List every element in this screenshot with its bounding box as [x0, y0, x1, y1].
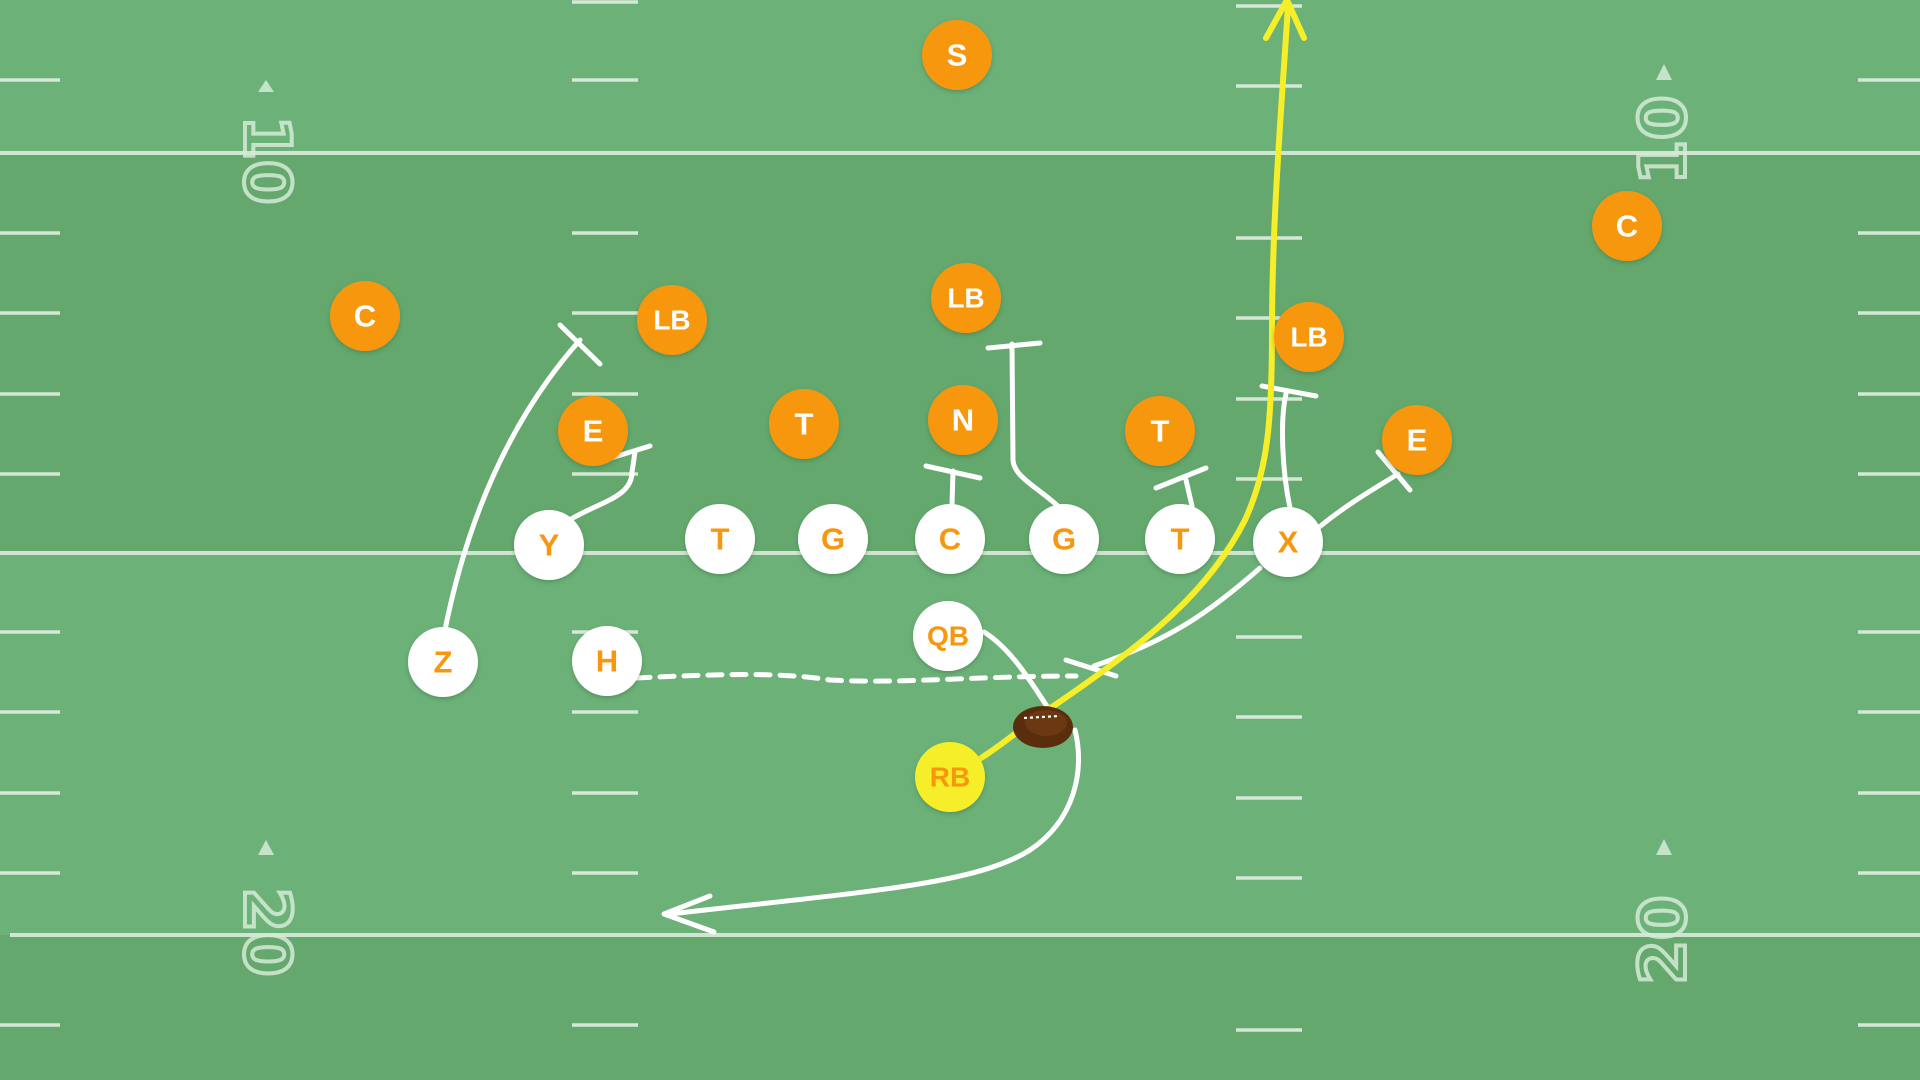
svg-text:LB: LB — [947, 283, 984, 314]
svg-text:LB: LB — [653, 305, 690, 336]
hash-marks — [0, 0, 1920, 1032]
svg-text:S: S — [947, 38, 968, 73]
yard-number-left-top: 10 — [229, 115, 303, 204]
tackle-route — [1183, 477, 1195, 509]
qb-route — [981, 629, 1051, 711]
offense-quarterback[interactable]: QB — [913, 601, 983, 671]
offense-left-tackle[interactable]: T — [685, 504, 755, 574]
yard-arrow-right-bottom — [1656, 839, 1672, 855]
svg-text:Z: Z — [434, 645, 453, 680]
svg-text:T: T — [795, 407, 814, 442]
defender-right-linebacker[interactable]: LB — [1274, 302, 1344, 372]
yard-numbers: 10 10 20 20 — [227, 64, 1703, 987]
svg-text:E: E — [583, 414, 604, 449]
defender-left-linebacker[interactable]: LB — [637, 285, 707, 355]
x-block-tee-right — [1375, 449, 1413, 493]
offense-h-back[interactable]: H — [572, 626, 642, 696]
offense: Z H Y T G C G T X QB RB — [408, 504, 1323, 812]
center-block-tee — [923, 463, 983, 481]
x-route-up — [1280, 391, 1293, 511]
svg-text:G: G — [1052, 522, 1076, 557]
svg-text:N: N — [952, 403, 974, 438]
yard-number-right-top: 10 — [1627, 95, 1701, 184]
yard-arrow-right-top — [1656, 64, 1672, 80]
football-icon — [1013, 706, 1073, 748]
svg-text:C: C — [354, 299, 376, 334]
defender-left-corner[interactable]: C — [330, 281, 400, 351]
rb-fake-route — [667, 727, 1082, 917]
yard-number-right-bottom: 20 — [1627, 895, 1701, 984]
svg-text:T: T — [711, 522, 730, 557]
rb-route-arrowhead — [1263, 0, 1307, 41]
svg-text:Y: Y — [539, 528, 560, 563]
motion-arrowhead — [1063, 657, 1119, 679]
svg-text:X: X — [1278, 525, 1299, 560]
defender-left-end[interactable]: E — [558, 396, 628, 466]
offense-center[interactable]: C — [915, 504, 985, 574]
rb-route-path — [975, 3, 1291, 763]
offense-right-tackle[interactable]: T — [1145, 504, 1215, 574]
z-route — [440, 337, 583, 643]
defender-right-corner[interactable]: C — [1592, 191, 1662, 261]
yard-arrow-left-top — [258, 80, 274, 92]
guard-block-tee — [985, 340, 1043, 351]
z-block-tee — [557, 322, 603, 367]
defender-right-end[interactable]: E — [1382, 405, 1452, 475]
offense-x-receiver[interactable]: X — [1253, 507, 1323, 577]
defense: S C C LB LB LB E T N T E — [330, 20, 1662, 475]
defender-left-tackle[interactable]: T — [769, 389, 839, 459]
svg-text:C: C — [939, 522, 961, 557]
rb-route — [975, 0, 1307, 763]
rb-fake-arrowhead — [661, 893, 717, 935]
y-route — [563, 449, 638, 525]
routes — [440, 322, 1413, 935]
defender-nose-tackle[interactable]: N — [928, 385, 998, 455]
defender-middle-linebacker[interactable]: LB — [931, 263, 1001, 333]
offense-right-guard[interactable]: G — [1029, 504, 1099, 574]
svg-text:E: E — [1407, 423, 1428, 458]
h-motion-route — [633, 672, 1079, 684]
x-route-block — [1315, 471, 1401, 531]
svg-text:LB: LB — [1290, 322, 1327, 353]
svg-text:RB: RB — [930, 762, 970, 793]
offense-z-receiver[interactable]: Z — [408, 627, 478, 697]
svg-text:QB: QB — [927, 621, 969, 652]
guard-route — [1009, 341, 1065, 513]
offense-running-back[interactable]: RB — [915, 742, 985, 812]
yard-number-left-bottom: 20 — [229, 887, 303, 976]
yard-arrow-left-bottom — [258, 840, 274, 855]
svg-text:C: C — [1616, 209, 1638, 244]
tackle-block-tee — [1153, 465, 1209, 491]
center-route — [949, 468, 956, 508]
offense-y-tight-end[interactable]: Y — [514, 510, 584, 580]
svg-text:T: T — [1171, 522, 1190, 557]
defender-safety[interactable]: S — [922, 20, 992, 90]
svg-text:T: T — [1151, 414, 1170, 449]
svg-text:G: G — [821, 522, 845, 557]
offense-left-guard[interactable]: G — [798, 504, 868, 574]
svg-text:H: H — [596, 644, 618, 679]
defender-right-tackle[interactable]: T — [1125, 396, 1195, 466]
